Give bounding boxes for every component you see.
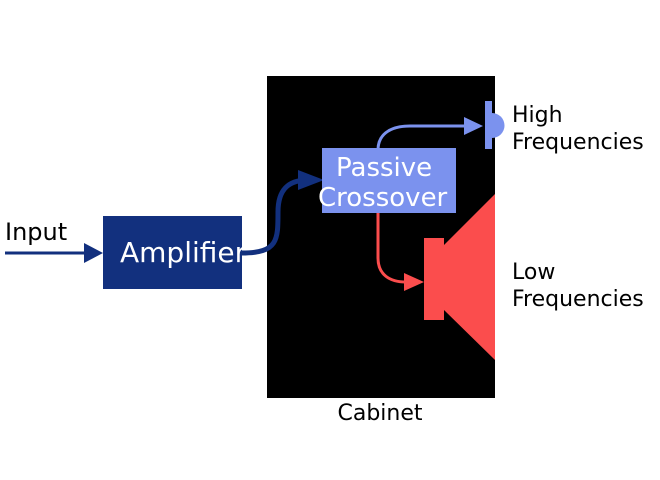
crossover-label-line1: Passive [336, 153, 432, 183]
amplifier-to-crossover-curve [241, 177, 309, 256]
high-frequencies-label-line1: High [512, 103, 563, 128]
amplifier-to-crossover-arrow-head [298, 170, 324, 190]
crossover-to-tweeter-arrow-head [464, 117, 483, 135]
cabinet-label: Cabinet [337, 401, 422, 426]
low-frequencies-label-line1: Low [512, 260, 555, 285]
crossover-to-woofer-curve [376, 213, 407, 284]
woofer-cone-icon [444, 194, 495, 360]
amplifier-label: Amplifier [120, 236, 247, 269]
crossover-box [322, 148, 456, 213]
amplifier-box [103, 216, 242, 289]
low-frequencies-label-line2: Frequencies [512, 287, 644, 312]
crossover-to-tweeter-curve [376, 124, 470, 151]
input-label: Input [5, 218, 67, 246]
tweeter-icon [485, 101, 492, 149]
crossover-to-woofer-arrow-head [404, 273, 424, 291]
high-frequencies-label-line2: Frequencies [512, 130, 644, 155]
tweeter-dome-icon [492, 113, 505, 138]
woofer-magnet-icon [424, 238, 444, 320]
input-arrow-head [84, 243, 103, 263]
crossover-label-line2: Crossover [318, 183, 448, 213]
